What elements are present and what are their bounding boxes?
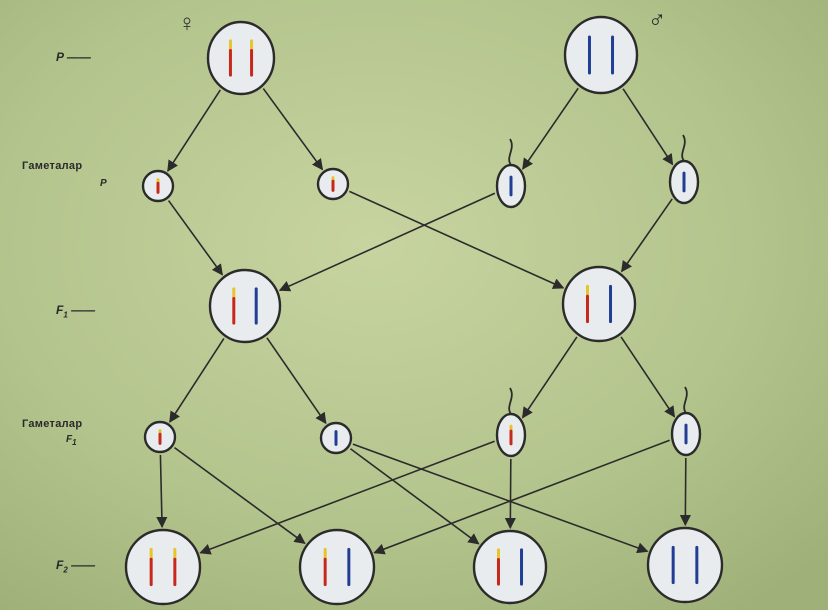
label-p-dash: —— <box>66 50 91 64</box>
label-gametes-p-sub: P <box>100 178 107 189</box>
arrow-gamete-p-sperm-1-to-f1-cell-1 <box>278 192 496 292</box>
label-f2: F2 —— <box>56 558 95 574</box>
label-f1-text: F <box>56 303 64 317</box>
gamete-f1-egg-blue <box>319 421 353 455</box>
arrow-gamete-f1-sperm-red-to-f2-cell-3 <box>504 458 516 530</box>
gamete-p-egg-2 <box>316 167 350 201</box>
label-gametes-f1-title: Гаметалар <box>22 418 83 430</box>
arrow-gamete-p-sperm-2-to-f1-cell-2 <box>621 198 673 273</box>
label-gametes-f1-sub: F1 <box>66 434 77 447</box>
f2-cell-2-membrane <box>298 528 376 606</box>
label-gametes-f1-sub-text: F <box>66 434 73 445</box>
f2-cell-4 <box>646 526 724 604</box>
label-gametes-f1-sub-index: 1 <box>72 438 77 447</box>
parent-female-cell <box>206 20 276 96</box>
arrow-f1-cell-1-to-gamete-f1-egg-red <box>169 338 225 423</box>
f2-cell-1-membrane <box>124 528 202 606</box>
f2-cell-3-membrane <box>472 529 548 605</box>
f2-cell-4-membrane <box>646 526 724 604</box>
arrow-gamete-f1-sperm-red-to-f2-cell-1 <box>199 440 495 555</box>
arrow-parent-male-cell-to-gamete-p-sperm-1 <box>522 87 579 170</box>
label-p: P —— <box>56 50 91 64</box>
f1-cell-1-membrane <box>208 268 282 344</box>
female-symbol-icon: ♀ <box>178 10 196 37</box>
f2-cell-3 <box>472 529 548 605</box>
arrows-layer <box>156 87 691 555</box>
arrow-parent-male-cell-to-gamete-p-sperm-2 <box>622 88 674 166</box>
label-f1-sub: 1 <box>63 310 68 320</box>
gamete-p-sperm-1-tail <box>508 138 513 166</box>
gamete-f1-sperm-red-tail <box>508 387 513 415</box>
gamete-f1-egg-red <box>143 420 177 454</box>
label-f1-dash: —— <box>71 303 96 317</box>
male-symbol-icon: ♂ <box>648 6 666 33</box>
parent-male-cell-membrane <box>563 15 639 95</box>
arrow-gamete-p-egg-2-to-f1-cell-2 <box>349 190 565 289</box>
label-gametes-p-sub-text: P <box>100 178 107 189</box>
gamete-f1-sperm-blue <box>670 386 702 457</box>
label-f2-dash: —— <box>71 558 96 572</box>
arrow-parent-female-cell-to-gamete-p-egg-2 <box>262 88 324 171</box>
label-gametes-p: Гаметалар <box>22 160 82 172</box>
f2-cell-2 <box>298 528 376 606</box>
arrow-f1-cell-2-to-gamete-f1-sperm-red <box>521 336 578 419</box>
gamete-f1-sperm-blue-tail <box>683 386 688 414</box>
label-p-text: P <box>56 50 64 64</box>
label-f1: F1 —— <box>56 303 95 319</box>
f1-cell-2-membrane <box>561 265 637 343</box>
gamete-p-egg-1 <box>141 169 175 203</box>
arrow-gamete-f1-sperm-blue-to-f2-cell-2 <box>373 439 670 555</box>
gamete-p-sperm-2 <box>668 134 700 205</box>
arrow-gamete-f1-egg-blue-to-f2-cell-3 <box>349 448 480 545</box>
cells-layer <box>124 15 724 606</box>
parent-male-cell <box>563 15 639 95</box>
gamete-f1-sperm-red <box>495 387 527 458</box>
f2-cell-1 <box>124 528 202 606</box>
gamete-p-sperm-1 <box>495 138 527 209</box>
f1-cell-2 <box>561 265 637 343</box>
arrow-gamete-f1-egg-red-to-f2-cell-2 <box>174 447 306 544</box>
f1-cell-1 <box>208 268 282 344</box>
label-gametes-f1: Гаметалар <box>22 418 82 430</box>
label-gametes-p-title: Гаметалар <box>22 160 83 172</box>
gamete-p-sperm-2-tail <box>681 134 686 162</box>
arrow-f1-cell-2-to-gamete-f1-sperm-blue <box>620 336 676 418</box>
arrow-gamete-f1-egg-blue-to-f2-cell-4 <box>352 443 649 554</box>
arrow-f1-cell-1-to-gamete-f1-egg-blue <box>266 337 327 425</box>
arrow-gamete-f1-sperm-blue-to-f2-cell-4 <box>679 457 691 527</box>
parent-female-cell-membrane <box>206 20 276 96</box>
label-f2-text: F <box>56 558 64 572</box>
arrow-gamete-f1-egg-red-to-f2-cell-1 <box>156 454 168 529</box>
arrow-parent-female-cell-to-gamete-p-egg-1 <box>167 89 221 172</box>
arrow-gamete-p-egg-1-to-f1-cell-1 <box>167 200 223 276</box>
label-f2-sub: 2 <box>63 565 68 575</box>
